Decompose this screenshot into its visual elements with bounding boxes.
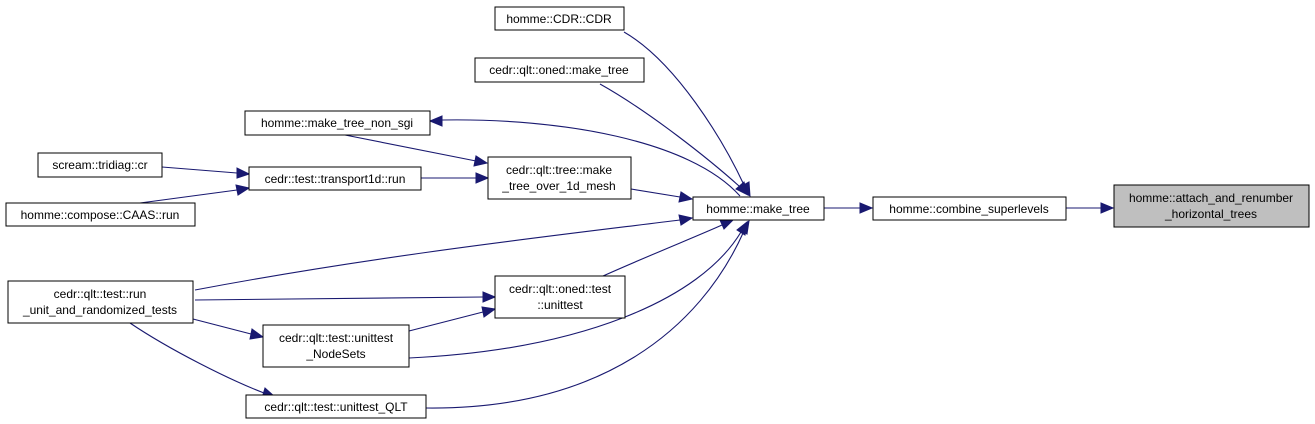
node-oned-test-unittest[interactable]: cedr::qlt::oned::test ::unittest — [494, 275, 626, 319]
node-label: cedr::qlt::oned::test — [509, 282, 612, 296]
node-label: cedr::qlt::oned::make_tree — [489, 63, 629, 77]
edge-unittest-nodesets-to-oned-test — [408, 306, 497, 332]
node-label: scream::tridiag::cr — [52, 158, 147, 172]
edge-make-tree-non-sgi-to-tree-over-1d-mesh — [344, 134, 489, 167]
node-unittest-qlt[interactable]: cedr::qlt::test::unittest_QLT — [245, 394, 427, 419]
edge-oned-test-to-make-tree — [602, 219, 735, 277]
node-tree-make-tree-over-1d-mesh[interactable]: cedr::qlt::tree::make _tree_over_1d_mesh — [487, 156, 632, 200]
node-combine-superlevels[interactable]: homme::combine_superlevels — [872, 196, 1067, 221]
node-label: homme::make_tree — [706, 202, 810, 216]
node-label: _NodeSets — [305, 347, 365, 361]
node-label: homme::make_tree_non_sgi — [261, 116, 413, 130]
node-label: homme::CDR::CDR — [506, 12, 612, 26]
node-label: cedr::qlt::test::unittest — [279, 331, 394, 345]
edge-run-unit-tests-to-unittest-nodesets — [192, 318, 265, 340]
node-caas-run[interactable]: homme::compose::CAAS::run — [5, 202, 196, 227]
node-run-unit-and-randomized-tests[interactable]: cedr::qlt::test::run _unit_and_randomize… — [7, 280, 194, 324]
edge-tree-over-1d-mesh-to-make-tree — [630, 188, 694, 203]
node-label: ::unittest — [537, 298, 583, 312]
node-make-tree-non-sgi[interactable]: homme::make_tree_non_sgi — [244, 110, 431, 136]
edge-caas-to-transport1d — [139, 184, 251, 204]
node-label: homme::combine_superlevels — [889, 202, 1048, 216]
node-cdr-cdr[interactable]: homme::CDR::CDR — [494, 6, 625, 31]
node-label: cedr::qlt::tree::make — [506, 163, 612, 177]
edge-unittest-qlt-to-make-tree — [425, 219, 750, 409]
node-label: homme::attach_and_renumber — [1129, 191, 1293, 205]
node-attach-and-renumber-horizontal-trees[interactable]: homme::attach_and_renumber _horizontal_t… — [1113, 184, 1310, 228]
node-tridiag-cr[interactable]: scream::tridiag::cr — [37, 152, 163, 178]
edge-run-unit-tests-to-oned-test — [194, 291, 497, 303]
node-make-tree[interactable]: homme::make_tree — [692, 196, 825, 221]
node-transport1d-run[interactable]: cedr::test::transport1d::run — [248, 166, 422, 191]
node-unittest-nodesets[interactable]: cedr::qlt::test::unittest _NodeSets — [262, 324, 410, 368]
edge-oned-make-tree-to-make-tree — [599, 83, 749, 196]
node-label: _tree_over_1d_mesh — [501, 179, 615, 193]
edge-combine-superlevels-to-attach — [1066, 202, 1115, 214]
node-label: cedr::test::transport1d::run — [265, 172, 406, 186]
edge-make-tree-to-make-tree-non-sgi — [428, 115, 741, 197]
node-label: cedr::qlt::test::run — [54, 287, 147, 301]
node-label: _unit_and_randomized_tests — [22, 303, 177, 317]
node-label: cedr::qlt::test::unittest_QLT — [264, 400, 408, 414]
node-label: _horizontal_trees — [1164, 207, 1257, 221]
edge-make-tree-to-combine-superlevels — [824, 202, 874, 214]
edge-transport1d-to-tree-over-1d-mesh — [421, 172, 490, 184]
edge-cdr-cdr-to-make-tree — [623, 31, 751, 198]
node-oned-make-tree[interactable]: cedr::qlt::oned::make_tree — [474, 57, 645, 83]
node-label: homme::compose::CAAS::run — [21, 208, 180, 222]
edge-tridiag-to-transport1d — [161, 166, 251, 179]
edge-run-unit-tests-to-make-tree — [194, 214, 694, 291]
